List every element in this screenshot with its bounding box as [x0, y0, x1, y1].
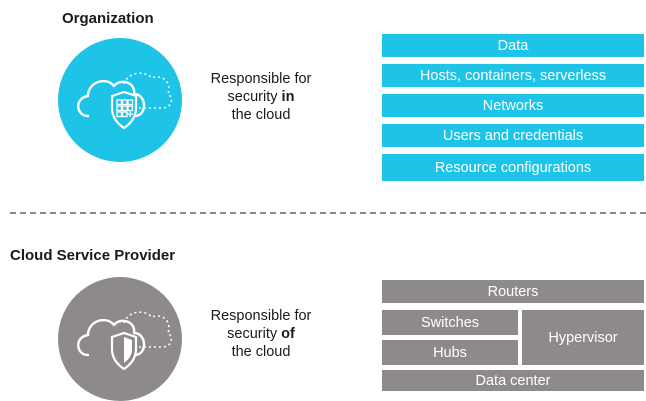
- org-layer-hosts: Hosts, containers, serverless: [382, 64, 644, 87]
- provider-resp-bold: of: [281, 326, 295, 342]
- org-layer-users: Users and credentials: [382, 124, 644, 147]
- provider-layer-hubs: Hubs: [382, 340, 518, 365]
- section-divider: [10, 212, 646, 214]
- organization-title: Organization: [62, 10, 154, 27]
- org-layer-data: Data: [382, 34, 644, 57]
- provider-layer-hypervisor: Hypervisor: [522, 310, 644, 365]
- org-layer-networks: Networks: [382, 94, 644, 117]
- cloud-shield-icon: [77, 311, 173, 371]
- organization-resp-bold: in: [281, 89, 295, 105]
- organization-resp-line1: Responsible for: [210, 71, 312, 87]
- provider-title: Cloud Service Provider: [10, 247, 176, 264]
- provider-icon-circle: [58, 277, 182, 401]
- provider-resp-line3: the cloud: [231, 344, 291, 360]
- provider-resp-line1: Responsible for: [210, 308, 312, 324]
- provider-layer-datacenter: Data center: [382, 370, 644, 391]
- provider-layer-routers: Routers: [382, 280, 644, 303]
- cloud-shield-grid-icon: [77, 72, 173, 130]
- organization-responsibility: Responsible for security in the cloud: [196, 70, 326, 124]
- organization-resp-line2: security in: [196, 88, 326, 106]
- organization-resp-line3: the cloud: [231, 107, 291, 123]
- organization-icon-circle: [58, 38, 182, 162]
- provider-resp-pre: security: [227, 326, 282, 342]
- organization-resp-pre: security: [227, 89, 282, 105]
- provider-responsibility: Responsible for security of the cloud: [196, 307, 326, 361]
- org-layer-resources: Resource configurations: [382, 154, 644, 181]
- provider-resp-line2: security of: [196, 325, 326, 343]
- provider-layer-switches: Switches: [382, 310, 518, 335]
